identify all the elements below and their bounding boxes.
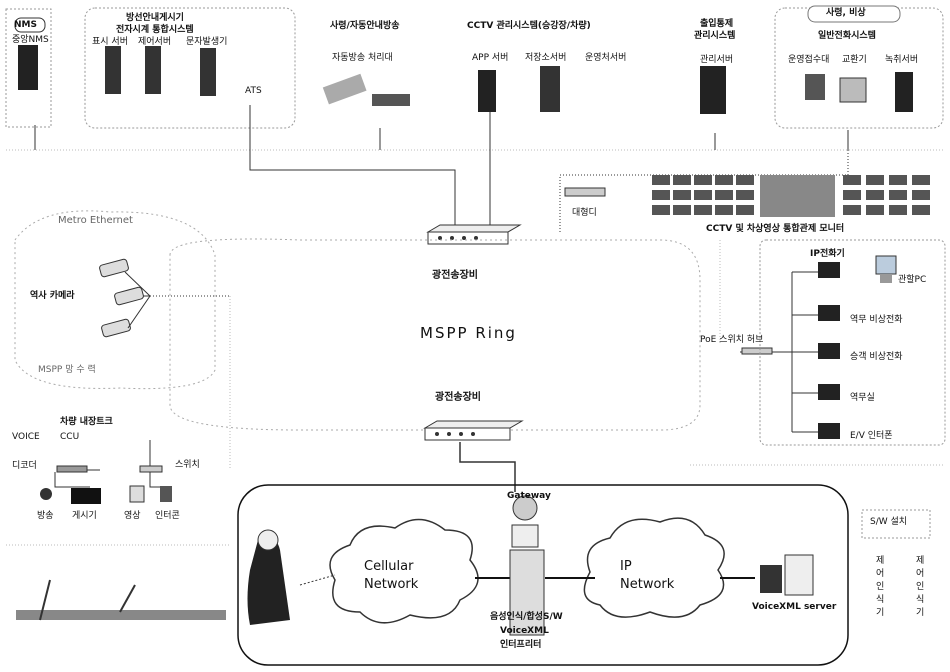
emergency-item: 교환기 — [842, 56, 867, 65]
phone-label: 역무실 — [850, 394, 875, 403]
intercom-label: 인터콘 — [155, 512, 180, 521]
clock-item: 제어서버 — [138, 38, 171, 47]
nms-title: NMS — [14, 21, 37, 30]
interpreter-label-3: 인터프리터 — [500, 641, 541, 650]
clock-title-1: 방선안내게시기 — [126, 14, 184, 23]
poe-hub-label: PoE 스위치 허브 — [700, 336, 763, 345]
display-label: 게시기 — [72, 512, 97, 521]
ip-label-1: IP — [620, 560, 632, 573]
clock-title-2: 전자시계 통합시스템 — [116, 26, 194, 35]
ethernet-title: Metro Ethernet — [58, 216, 133, 226]
cctv-item: 운영처서버 — [585, 54, 626, 63]
emergency-item: 운영접수대 — [788, 56, 829, 65]
access-title-1: 출입통제 — [700, 20, 733, 29]
emergency-title-2: 일반전화시스템 — [818, 32, 876, 41]
broadcast-label: 방송 — [37, 512, 54, 521]
phone-label: E/V 인터폰 — [850, 432, 893, 441]
camera-label: 역사 카메라 — [30, 292, 75, 301]
broadcast-sub: 자동방송 처리대 — [332, 54, 393, 63]
ip-label-2: Network — [620, 578, 674, 591]
onboard-title: 차량 내장트크 — [60, 418, 113, 427]
vertical-left-label: 제어인식기 — [876, 555, 888, 620]
transmission-bottom-label: 광전송장비 — [435, 393, 481, 403]
nms-server-icon — [18, 45, 38, 90]
cctv-item: 저장소서버 — [525, 54, 566, 63]
nms-sub: 중앙NMS — [12, 36, 49, 45]
clock-item: 표시 서버 — [92, 38, 128, 47]
interpreter-label-2: VoiceXML — [500, 627, 549, 636]
emergency-title-1: 사령, 비상 — [826, 9, 866, 18]
ip-phone-title: IP전화기 — [810, 250, 845, 259]
broadcast-title: 사령/자동안내방송 — [330, 22, 400, 31]
access-sub: 관리서버 — [700, 56, 733, 65]
transmission-top-label: 광전송장비 — [432, 271, 478, 281]
ring-label: MSPP Ring — [420, 326, 517, 341]
camera-icon — [99, 259, 144, 338]
phone-label: 관할PC — [898, 276, 926, 285]
vertical-right-label: 제어인식기 — [916, 555, 928, 620]
cctv-title: CCTV 관리시스템(승강장/차량) — [467, 22, 591, 31]
emergency-box — [775, 8, 943, 128]
recorder-label: 대형디 — [572, 209, 597, 218]
switch-label: 스위치 — [175, 461, 200, 470]
cellular-label-1: Cellular — [364, 560, 413, 573]
access-title-2: 관리시스템 — [694, 32, 735, 41]
cellular-label-2: Network — [364, 578, 418, 591]
decoder-label: 디코더 — [12, 462, 37, 471]
ccu-label: CCU — [60, 433, 79, 442]
video-label: 영상 — [124, 512, 141, 521]
cctv-item: APP 서버 — [472, 54, 508, 63]
sw-box-label: S/W 설치 — [870, 518, 907, 527]
ats-label: ATS — [245, 87, 262, 96]
emergency-item: 녹취서버 — [885, 56, 918, 65]
monitor-caption: CCTV 및 차상영상 통합관제 모니터 — [706, 225, 844, 234]
clock-item: 문자발생기 — [186, 38, 227, 47]
voicexml-server-label: VoiceXML server — [752, 603, 836, 612]
phone-label: 승객 비상전화 — [850, 353, 903, 362]
interpreter-label-1: 음성인식/합성S/W — [490, 613, 563, 622]
voice-label: VOICE — [12, 433, 40, 442]
mspp-receiver: MSPP 망 수 력 — [38, 366, 96, 375]
gateway-label: Gateway — [507, 492, 551, 501]
phone-label: 역무 비상전화 — [850, 316, 903, 325]
